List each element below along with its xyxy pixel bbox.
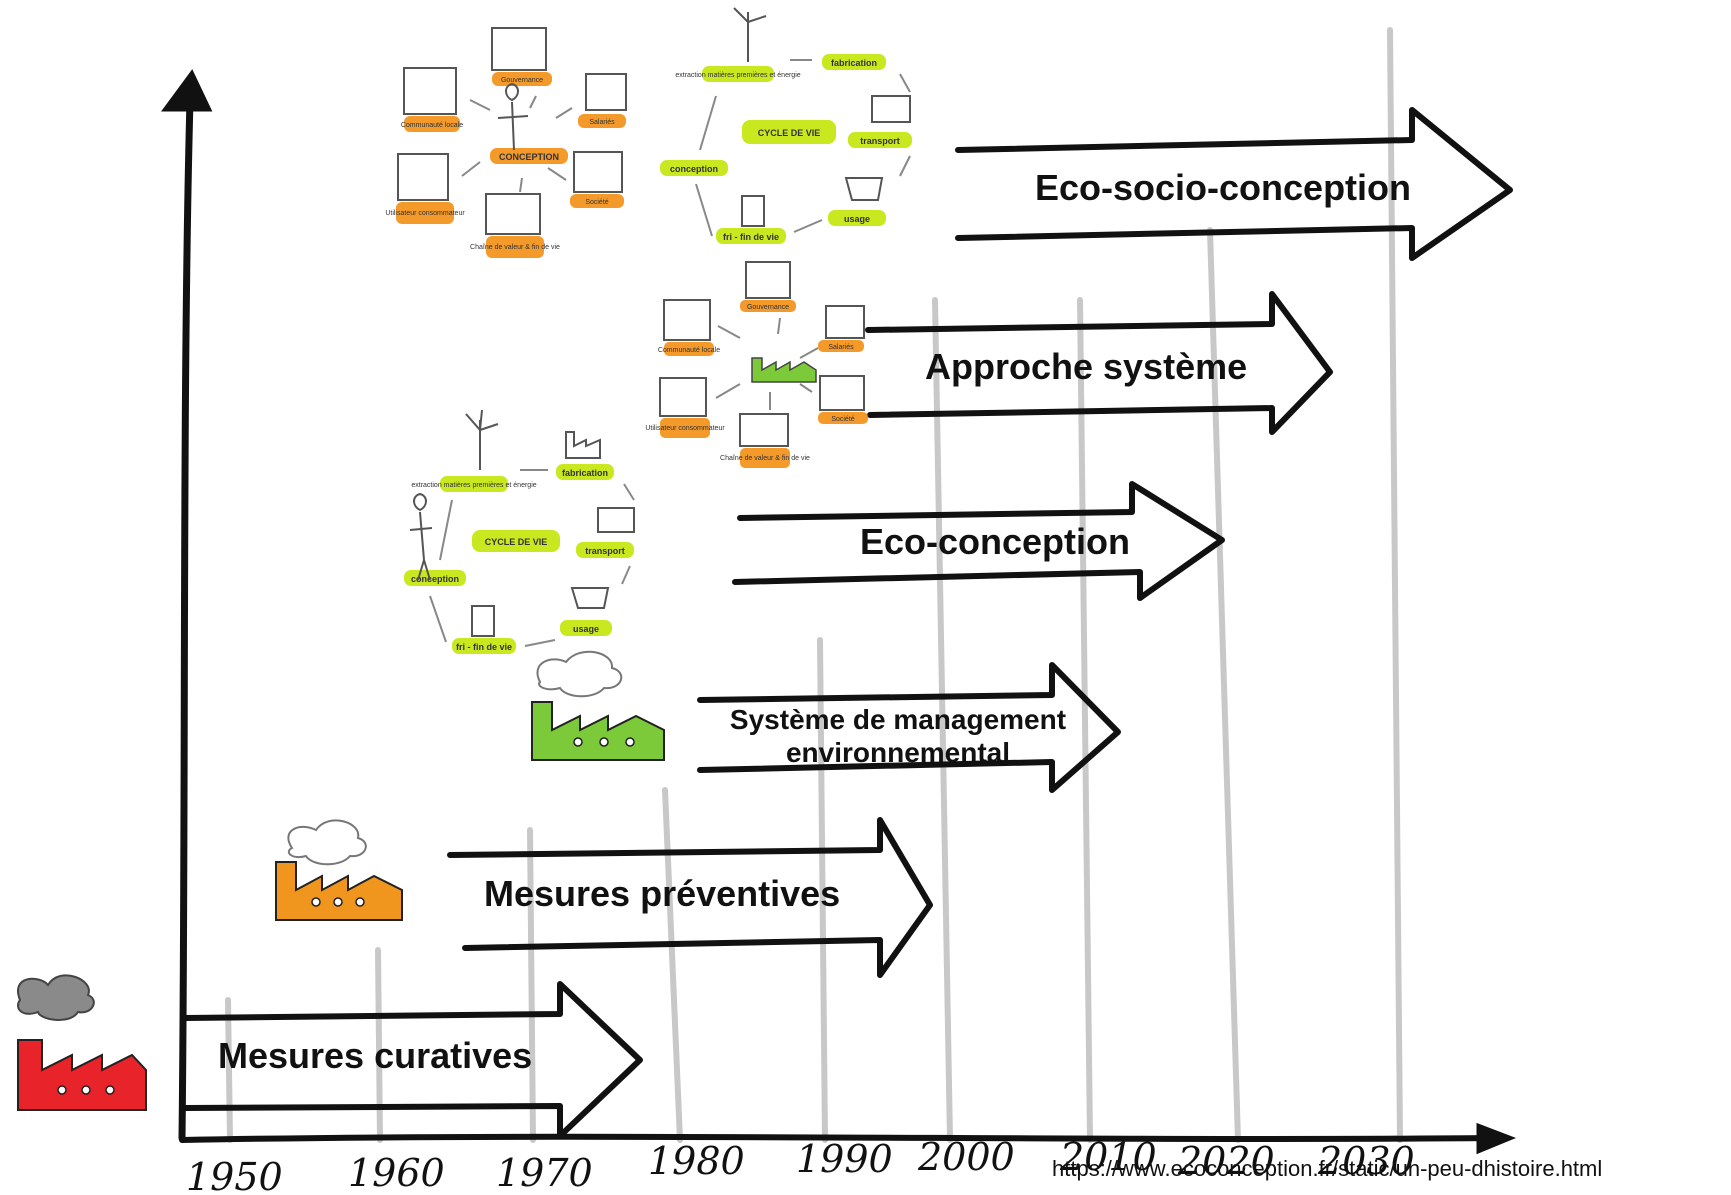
communaute-icon	[403, 67, 457, 115]
gridline-2020	[1207, 227, 1241, 1143]
truck-icon-upper	[871, 95, 911, 123]
stakeholder-center: CONCEPTION	[499, 152, 559, 162]
salaries-icon	[585, 73, 627, 111]
label-eco-conception: Eco-conception	[860, 521, 1130, 562]
mini-factory-icon	[565, 431, 601, 459]
gridline-2030	[1387, 27, 1403, 1143]
center-factory-icon	[751, 357, 817, 383]
utilisateur-icon	[397, 153, 449, 201]
life-cycle-diagram-lower: CYCLE DE VIE extraction matières premièr…	[404, 409, 635, 654]
step-extraction-upper: extraction matières premières et énergie	[675, 72, 800, 79]
year-label-1950: 1950	[186, 1155, 283, 1195]
wind-turbine-icon-upper	[733, 7, 767, 62]
stakeholder-chaine: Chaîne de valeur & fin de vie	[470, 244, 560, 251]
factory-orange-icon	[275, 819, 403, 921]
label-eco-socio-conception: Eco-socio-conception	[1035, 167, 1411, 208]
arrow-approche-systeme	[865, 291, 1333, 435]
stakeholder-chaine-mid: Chaîne de valeur & fin de vie	[720, 455, 810, 462]
gridline-1970	[527, 827, 536, 1143]
stakeholder-utilisateur-mid: Utilisateur consommateur	[645, 425, 725, 432]
stakeholder-gouvernance: Gouvernance	[501, 77, 543, 84]
x-axis	[179, 1133, 1493, 1143]
year-label-1990: 1990	[796, 1137, 893, 1181]
gridline-1980	[662, 787, 683, 1143]
source-url[interactable]: https://www.ecoconception.fr/static/un-p…	[1052, 1156, 1603, 1181]
wind-turbine-icon	[465, 409, 499, 470]
year-label-2020: 2020	[1177, 1139, 1275, 1183]
stakeholder-communaute: Communauté locale	[401, 122, 463, 129]
factory-green-icon	[531, 650, 665, 761]
cart-icon-upper	[844, 177, 884, 201]
gridline-2000	[932, 297, 953, 1143]
chaine-icon	[485, 193, 541, 235]
designer-figure-icon	[497, 82, 529, 151]
bin-icon-upper	[741, 195, 765, 227]
step-extraction: extraction matières premières et énergie	[411, 482, 536, 489]
step-conception: conception	[411, 574, 459, 584]
stakeholder-communaute-mid: Communauté locale	[658, 347, 720, 354]
arrow-mesures-curatives	[183, 981, 643, 1139]
life-cycle-title-pill	[472, 530, 560, 552]
stakeholder-diagram-upper: CONCEPTION Gouvernance Salariés Société …	[385, 27, 627, 258]
step-fin-de-vie-upper: fri - fin de vie	[723, 232, 779, 242]
x-axis-arrowhead	[1476, 1122, 1517, 1155]
cart-icon	[570, 587, 610, 609]
year-labels: 1950 1960 1970 1980 1990 2000 2010 2020 …	[186, 1135, 1415, 1195]
gridline-1990	[817, 637, 828, 1143]
stakeholder-gouvernance-mid: Gouvernance	[747, 304, 789, 311]
gouvernance-icon	[491, 27, 547, 71]
life-cycle-title: CYCLE DE VIE	[485, 537, 548, 547]
life-cycle-diagram-upper: CYCLE DE VIE extraction matières premièr…	[660, 7, 912, 244]
label-approche-systeme: Approche système	[925, 346, 1247, 387]
societe-icon	[573, 151, 623, 193]
year-label-2030: 2030	[1317, 1139, 1415, 1183]
step-usage-upper: usage	[844, 214, 870, 224]
step-transport: transport	[585, 546, 625, 556]
y-axis-arrowhead	[161, 69, 213, 112]
step-fabrication: fabrication	[562, 468, 608, 478]
step-fin-de-vie: fri - fin de vie	[456, 642, 512, 652]
stakeholder-salaries-mid: Salariés	[828, 344, 854, 351]
step-conception-upper: conception	[670, 164, 718, 174]
arrow-eco-socio-conception	[955, 107, 1513, 261]
bin-icon	[471, 605, 495, 637]
truck-icon	[597, 507, 635, 533]
stakeholder-utilisateur: Utilisateur consommateur	[385, 210, 465, 217]
factory-red-icon	[17, 974, 147, 1111]
stakeholder-societe-mid: Société	[831, 416, 854, 423]
arrow-systeme-management	[697, 662, 1121, 793]
y-axis	[178, 96, 194, 1142]
life-cycle-title-upper: CYCLE DE VIE	[758, 128, 821, 138]
label-mesures-preventives: Mesures préventives	[484, 873, 840, 914]
step-usage: usage	[573, 624, 599, 634]
axes	[161, 69, 1517, 1155]
gridline-1950	[225, 997, 233, 1143]
step-transport-upper: transport	[860, 136, 900, 146]
year-label-1980: 1980	[648, 1139, 745, 1183]
gridline-2010	[1077, 297, 1093, 1143]
stakeholder-societe: Société	[585, 199, 608, 206]
label-mesures-curatives: Mesures curatives	[218, 1035, 532, 1076]
year-label-2010: 2010	[1059, 1135, 1157, 1179]
step-fabrication-upper: fabrication	[831, 58, 877, 68]
stakeholder-diagram-middle: Gouvernance Salariés Société Chaîne de v…	[645, 261, 868, 468]
year-label-1970: 1970	[496, 1151, 593, 1195]
label-systeme-management-line1: Système de management	[730, 704, 1066, 735]
arrow-mesures-preventives	[447, 817, 933, 978]
year-label-1960: 1960	[348, 1151, 445, 1195]
arrow-eco-conception	[732, 481, 1225, 601]
year-gridlines	[225, 27, 1403, 1143]
year-label-2000: 2000	[917, 1135, 1015, 1179]
person-idea-icon	[409, 492, 433, 581]
label-systeme-management-line2: environnemental	[786, 737, 1010, 768]
stakeholder-salaries: Salariés	[589, 119, 615, 126]
